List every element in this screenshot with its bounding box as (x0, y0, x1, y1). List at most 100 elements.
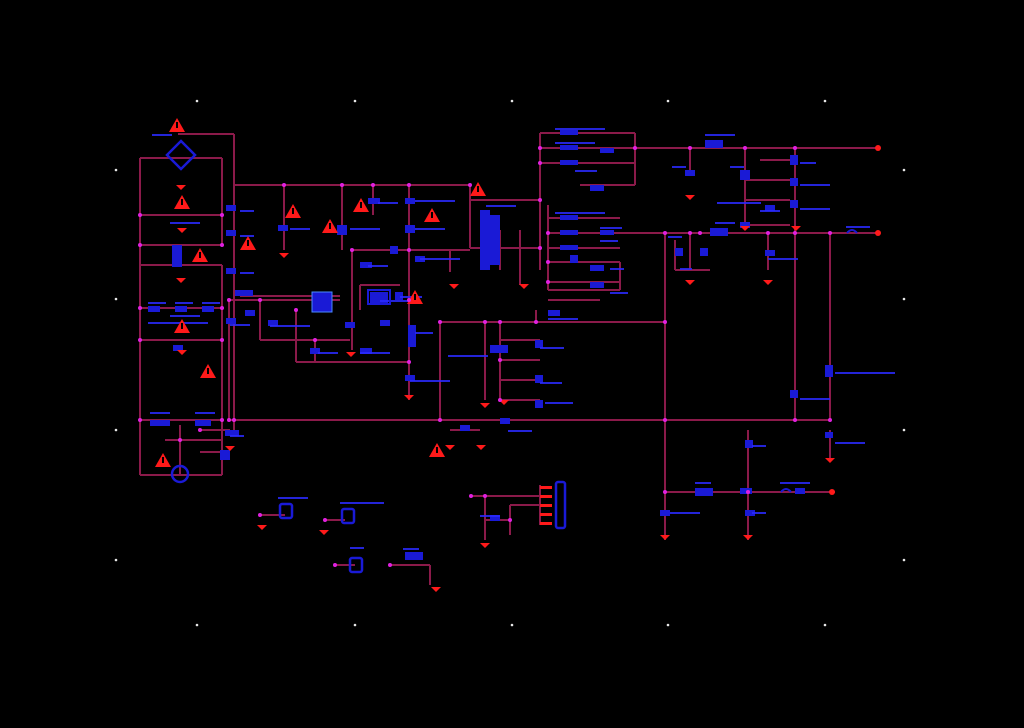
component-body (590, 282, 604, 288)
component-label (202, 302, 220, 304)
junction-dot (198, 428, 202, 432)
border-mark-right (902, 558, 906, 562)
component-body (408, 325, 416, 347)
component-body (337, 225, 347, 235)
component-body (490, 515, 500, 521)
fuse-icon (780, 488, 792, 493)
component-body (370, 292, 388, 304)
terminal-dot (829, 489, 835, 495)
component-label (670, 512, 700, 514)
junction-dot (407, 298, 411, 302)
border-mark-top (195, 99, 199, 103)
junction-dot (538, 198, 542, 202)
junction-dot (138, 338, 142, 342)
junction-dot (469, 494, 473, 498)
border-mark-left (114, 558, 118, 562)
component-label (486, 205, 516, 207)
component-body (245, 310, 255, 316)
component-body (765, 205, 775, 211)
terminal-dot (875, 145, 881, 151)
junction-dot (546, 260, 550, 264)
component-body (560, 245, 578, 250)
component-label (175, 302, 193, 304)
junction-dot (340, 183, 344, 187)
component-label (270, 325, 310, 327)
pwm-controller-ic (311, 291, 333, 313)
junction-dot (220, 418, 224, 422)
junction-dot (663, 418, 667, 422)
thermistor-icon (170, 464, 190, 484)
component-body (790, 178, 798, 186)
junction-dot (688, 146, 692, 150)
junction-dot (138, 306, 142, 310)
connector-pin (540, 504, 552, 507)
component-body (195, 420, 211, 426)
component-body (700, 248, 708, 256)
junction-dot (663, 320, 667, 324)
junction-dot (407, 360, 411, 364)
component-body (172, 245, 182, 267)
junction-dot (538, 161, 542, 165)
border-zone-marks (114, 99, 906, 627)
junction-dot (468, 183, 472, 187)
warning-mark (431, 212, 433, 218)
component-body (310, 348, 320, 354)
component-body (405, 225, 415, 233)
ground-icon (445, 445, 455, 450)
junction-dot (688, 231, 692, 235)
junction-dot (793, 418, 797, 422)
component-body (268, 320, 278, 326)
component-label (715, 222, 735, 224)
component-label (148, 302, 166, 304)
junction-dot (498, 320, 502, 324)
component-label (545, 402, 573, 404)
junction-dot (828, 418, 832, 422)
component-body (745, 510, 755, 516)
component-body (560, 160, 578, 165)
component-label (695, 482, 711, 484)
component-label (340, 502, 384, 504)
ground-icon (176, 185, 186, 190)
component-label (403, 548, 419, 550)
component-body (600, 230, 614, 235)
junction-dot (546, 231, 550, 235)
component-label (555, 212, 605, 214)
component-body (705, 140, 723, 148)
junction-dot (438, 418, 442, 422)
component-body (500, 418, 510, 424)
junction-dot (663, 231, 667, 235)
junction-dot (793, 231, 797, 235)
junction-dot (258, 513, 262, 517)
ground-icon (480, 543, 490, 548)
ground-icon (519, 284, 529, 289)
component-body (175, 306, 187, 312)
ground-symbols (176, 185, 835, 592)
optocoupler-ic (367, 289, 391, 305)
component-body (368, 198, 380, 204)
ground-icon (225, 446, 235, 451)
component-body (405, 552, 423, 560)
component-label (846, 226, 870, 228)
component-body (460, 425, 470, 431)
component-label (368, 265, 388, 267)
border-mark-left (114, 428, 118, 432)
transistor-package (340, 507, 356, 525)
component-label (752, 445, 766, 447)
junction-dot (258, 298, 262, 302)
junction-dot (178, 438, 182, 442)
junction-dot (323, 518, 327, 522)
transistor-package (348, 556, 364, 574)
component-label (480, 515, 500, 517)
ground-icon (763, 280, 773, 285)
junction-dot (282, 183, 286, 187)
component-body (660, 510, 670, 516)
component-label (350, 547, 364, 549)
ground-icon (257, 525, 267, 530)
junction-dot (538, 246, 542, 250)
component-label (278, 497, 308, 499)
component-label (415, 332, 433, 334)
component-body (590, 265, 604, 271)
junction-dot (498, 358, 502, 362)
component-label (555, 142, 595, 144)
